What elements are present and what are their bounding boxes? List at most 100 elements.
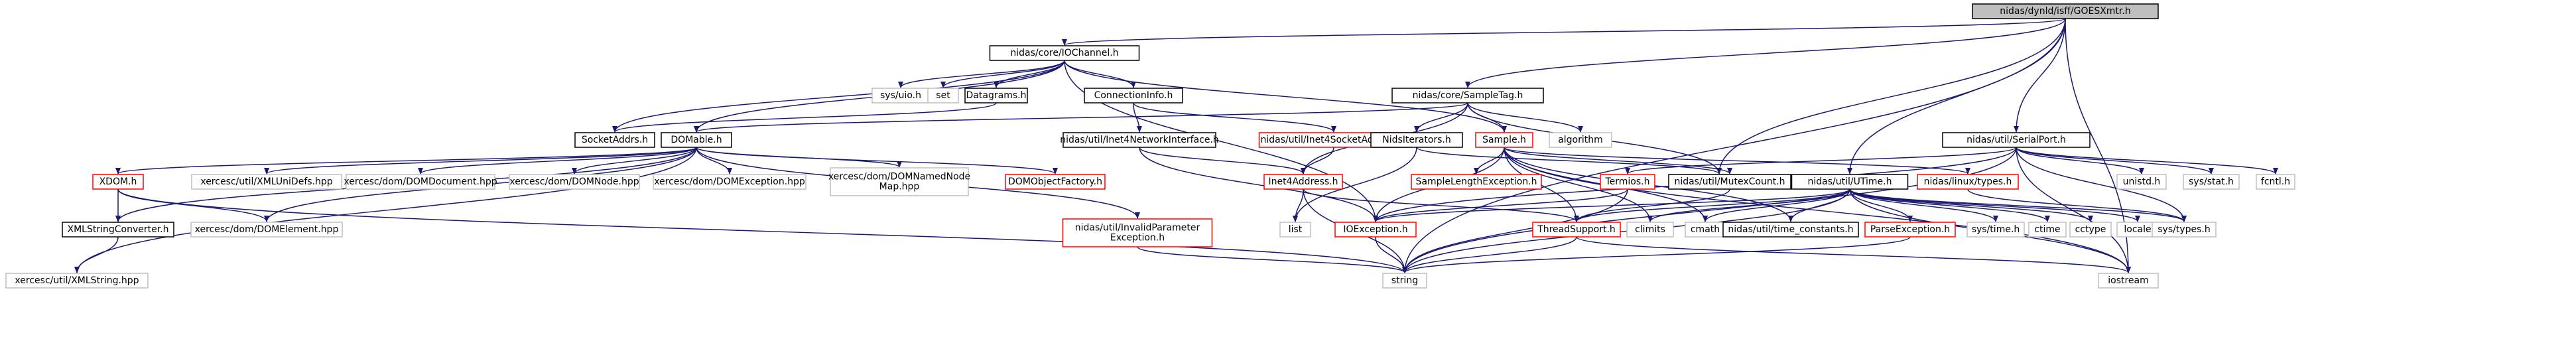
edge-threadsupport-to-iostream [1576,236,2131,273]
node-nidsiterators-h[interactable]: NidsIterators.h [1370,132,1463,148]
node-box [1722,222,1859,238]
node-label: sys/stat.h [2189,176,2234,187]
edge-root-to-vector [1716,18,2066,174]
node-nidas-core-iochannel-h[interactable]: nidas/core/IOChannel.h [989,45,1140,61]
edge-inetnetif-to-ioexception [1139,147,1378,222]
node-nidas-dynld-isff-goesxmtr-h[interactable]: nidas/dynld/isff/GOESXmtr.h [1972,3,2159,19]
edge-threadsupport-to-string [1402,236,1577,273]
node-box [5,273,149,289]
edge-nidsiter-to-list [1293,147,1417,222]
edge-sample-to-iostream [1504,147,2131,273]
node-label: Sample.h [1482,135,1526,145]
edge-ioexception-to-string [1375,236,1407,273]
node-label: ConnectionInfo.h [1094,90,1173,101]
node-domobjectfactory-h[interactable]: DOMObjectFactory.h [1005,174,1106,190]
edge-xmlstringconv-to-xmlstring [74,236,119,273]
edge-iochannel-to-set [940,60,1065,88]
node-box [2116,174,2167,190]
node-nidas-util-mutexcount-h[interactable]: nidas/util/MutexCount.h [1668,174,1791,190]
node-datagrams-h[interactable]: Datagrams.h [964,88,1028,103]
edge-connectioninfo-to-inetnetif [1133,102,1142,133]
node-box [2256,174,2295,190]
edge-serialport-to-sysstat [2016,147,2214,174]
node-label: nidas/util/MutexCount.h [1674,176,1785,187]
node-label: nidas/linux/types.h [1924,176,2012,187]
node-box [1334,222,1417,238]
node-label: XMLStringConverter.h [67,224,168,235]
edge-inetsock-to-inet4address [1301,147,1334,174]
edge-serialport-to-string [1402,147,2017,273]
node-xercesc-dom-domelement-hpp: xercesc/dom/DOMElement.hpp [190,222,343,238]
node-nidas-util-time-constants-h[interactable]: nidas/util/time_constants.h [1722,222,1859,238]
node-label: xercesc/dom/DOMElement.hpp [195,224,339,235]
node-box [964,88,1028,103]
node-label: SocketAddrs.h [582,135,648,145]
node-inet4address-h[interactable]: Inet4Address.h [1263,174,1343,190]
edge-domable-to-domobjectfactory [696,147,1058,174]
node-box [1791,174,1909,190]
node-list: list [1279,222,1311,238]
node-box [830,167,969,196]
node-sys-uio-h: sys/uio.h [871,88,930,103]
node-nidas-util-inet4networkinterface-h[interactable]: nidas/util/Inet4NetworkInterface.h [1060,132,1219,148]
node-label: nidas/util/SerialPort.h [1966,135,2066,145]
node-label: xercesc/util/XMLUniDefs.hpp [200,176,332,187]
node-label: SampleLengthException.h [1415,176,1537,187]
edge-utime-to-cmath [1703,188,1850,222]
edge-iochannel-to-ioexception [1064,60,1378,222]
edge-domable-to-domnode [572,147,697,174]
node-box [653,174,806,190]
node-label: xercesc/dom/DOMException.hpp [654,176,805,187]
node-nidas-linux-types-h[interactable]: nidas/linux/types.h [1917,174,2019,190]
node-label: nidas/util/time_constants.h [1728,224,1853,235]
node-box [1062,218,1213,247]
node-box [2069,222,2112,238]
edge-root-to-utime [1847,18,2066,174]
node-box [1084,88,1183,103]
edge-termios-to-ioexception [1373,188,1628,222]
node-label: set [936,90,950,101]
node-algorithm: algorithm [1549,132,1612,148]
node-label: ctime [2034,224,2060,235]
node-unistd-h: unistd.h [2116,174,2167,190]
node-string: string [1382,273,1427,289]
node-samplelengthexception-h[interactable]: SampleLengthException.h [1411,174,1542,190]
edge-utime-to-climits [1647,188,1850,222]
node-xdom-h[interactable]: XDOM.h [92,174,144,190]
node-nidas-util-utime-h[interactable]: nidas/util/UTime.h [1791,174,1909,190]
node-label: DOMObjectFactory.h [1008,176,1102,187]
node-ctime: ctime [2028,222,2067,238]
node-termios-h[interactable]: Termios.h [1600,174,1655,190]
node-label: fcntl.h [2261,176,2290,187]
node-box [2028,222,2067,238]
edge-utime-to-threadsupport [1574,188,1850,222]
node-nidas-util-serialport-h[interactable]: nidas/util/SerialPort.h [1942,132,2091,148]
node-sample-h[interactable]: Sample.h [1475,132,1533,148]
edge-sampletag-to-domable [694,102,1468,133]
node-sys-types-h: sys/types.h [2152,222,2217,238]
node-label: nidas/dynld/isff/GOESXmtr.h [2000,6,2130,17]
node-parseexception-h[interactable]: ParseException.h [1864,222,1956,238]
node-box [1668,174,1791,190]
node-nidas-core-sampletag-h[interactable]: nidas/core/SampleTag.h [1391,88,1544,103]
edge-utime-to-parseexc [1849,188,1913,222]
edge-datagrams-to-socketaddrs [612,102,997,133]
edge-inet4address-to-threadsupport [1303,188,1579,222]
edge-sampletag-to-nidsiter [1414,102,1468,133]
node-connectioninfo-h[interactable]: ConnectionInfo.h [1084,88,1183,103]
node-threadsupport-h[interactable]: ThreadSupport.h [1532,222,1621,238]
node-domable-h[interactable]: DOMable.h [661,132,732,148]
node-box [574,132,655,148]
node-box [191,174,342,190]
node-xercesc-dom-domexception-hpp: xercesc/dom/DOMException.hpp [653,174,806,190]
edge-parseexc-to-string [1402,236,1911,273]
node-locale: locale [2116,222,2159,238]
node-ioexception-h[interactable]: IOException.h [1334,222,1417,238]
node-xmlstringconverter-h[interactable]: XMLStringConverter.h [62,222,174,238]
node-box [1942,132,2091,148]
node-socketaddrs-h[interactable]: SocketAddrs.h [574,132,655,148]
node-box [1279,222,1311,238]
